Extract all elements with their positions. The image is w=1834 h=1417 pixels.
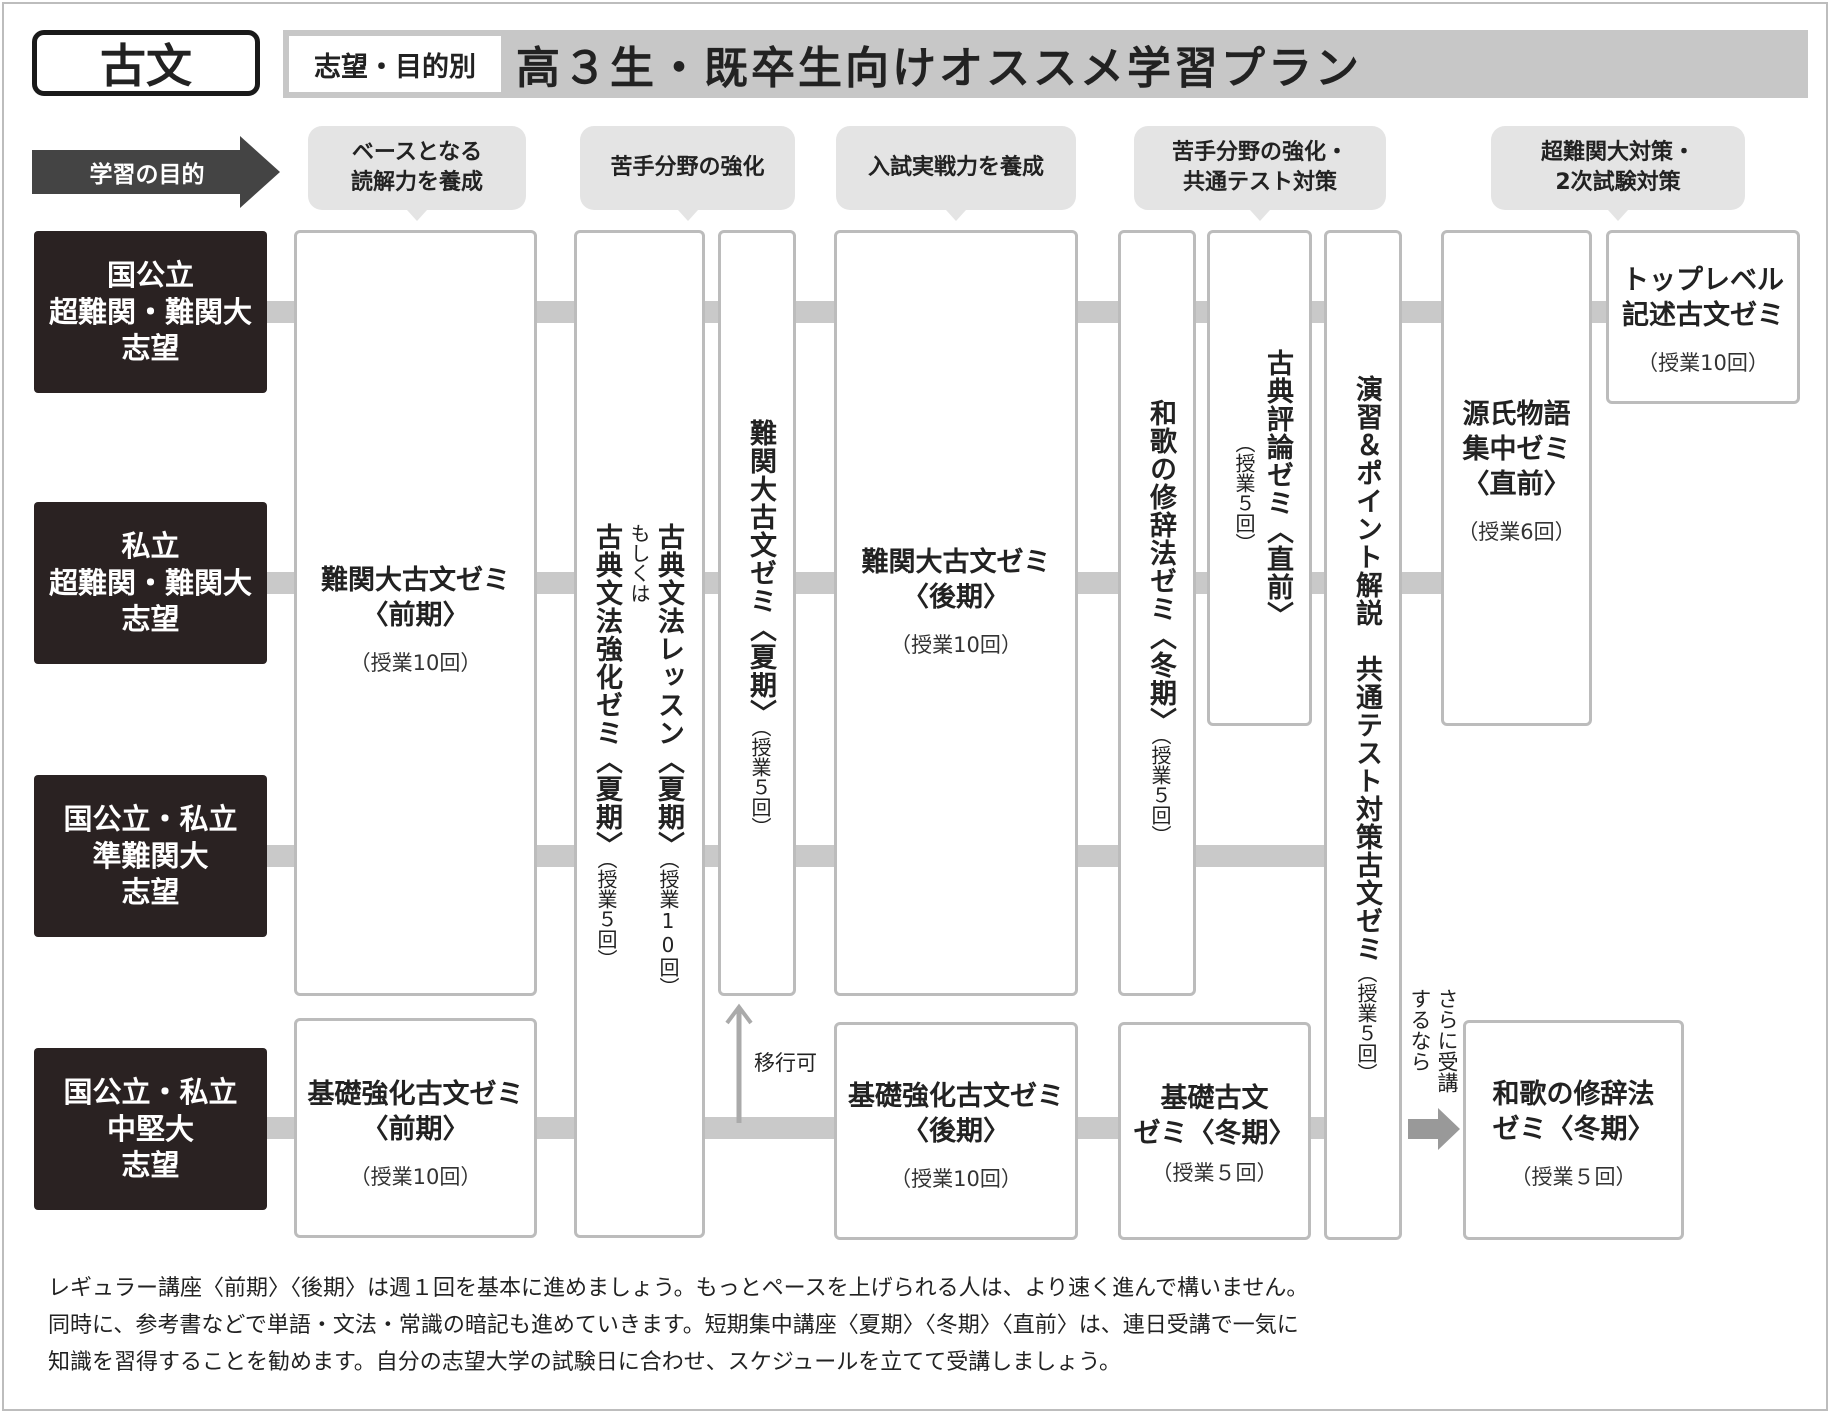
course-title: 源氏物語集中ゼミ〈直前〉 bbox=[1462, 399, 1571, 501]
course-nankan-zenki: 難関大古文ゼミ〈前期〉 （授業10回） bbox=[294, 230, 537, 996]
course-waka-toki: 和歌の修辞法ゼミ〈冬期〉（授業５回） bbox=[1118, 230, 1196, 996]
course-count: （授業10回） bbox=[349, 651, 482, 676]
purpose-label: 学習の目的 bbox=[89, 162, 205, 188]
lane-line: 私立 bbox=[121, 529, 180, 564]
lane-line: 国公立・私立 bbox=[63, 1075, 238, 1110]
course-count: （授業10回） bbox=[890, 1167, 1022, 1192]
purpose-line: 超難関大対策・ bbox=[1540, 140, 1695, 166]
transition-arrow-icon bbox=[725, 1003, 753, 1123]
footnote-line: 同時に、参考書などで単語・文法・常識の暗記も進めていきます。短期集中講座〈夏期〉… bbox=[48, 1313, 1299, 1338]
purpose-bubble-practice: 入試実戦力を養成 bbox=[836, 126, 1076, 221]
course-count: （授業５回） bbox=[1510, 1165, 1637, 1190]
lane-line: 志望 bbox=[121, 875, 180, 910]
course-top: トップレベル記述古文ゼミ （授業10回） bbox=[1606, 230, 1800, 404]
course-nankan-kaki: 難関大古文ゼミ〈夏期〉（授業５回） bbox=[718, 230, 796, 996]
course-title: 難関大古文ゼミ〈後期〉 bbox=[861, 547, 1051, 614]
purpose-line: 入試実戦力を養成 bbox=[867, 155, 1044, 181]
lane-line: 国公立 bbox=[106, 258, 194, 293]
course-title: 基礎強化古文ゼミ〈後期〉 bbox=[848, 1081, 1064, 1148]
transition-label: 移行可 bbox=[754, 1051, 817, 1075]
lane-line: 超難関・難関大 bbox=[48, 565, 252, 600]
footnote: レギュラー講座〈前期〉〈後期〉は週１回を基本に進めましょう。もっとペースを上げら… bbox=[48, 1270, 1808, 1381]
further-label-2: するなら bbox=[1408, 988, 1432, 1072]
course-title: 基礎強化古文ゼミ〈前期〉 bbox=[307, 1079, 524, 1146]
course-waka-final: 和歌の修辞法ゼミ〈冬期〉 （授業５回） bbox=[1463, 1020, 1684, 1240]
course-bunpo: 古典文法レッスン〈夏期〉（授業10回） もしくは 古典文法強化ゼミ〈夏期〉（授業… bbox=[574, 230, 705, 1238]
lane-label-3: 国公立・私立準難関大志望 bbox=[34, 775, 267, 937]
course-count: （授業５回） bbox=[1232, 433, 1256, 553]
lane-label-4: 国公立・私立中堅大志望 bbox=[34, 1048, 267, 1210]
course-count: （授業10回） bbox=[1637, 351, 1769, 376]
purpose-line: 読解力を養成 bbox=[350, 170, 483, 195]
lane-line: 志望 bbox=[121, 331, 180, 366]
lane-label-1: 国公立超難関・難関大志望 bbox=[34, 231, 267, 393]
footnote-line: 知識を習得することを勧めます。自分の志望大学の試験日に合わせ、スケジュールを立て… bbox=[48, 1350, 1121, 1375]
course-title: 難関大古文ゼミ〈前期〉 bbox=[321, 565, 510, 632]
course-vertical-title: 演習＆ポイント解説 共通テスト対策古文ゼミ（授業５回） bbox=[1351, 375, 1382, 1083]
purpose-bubble-top: 超難関大対策・ 2次試験対策 bbox=[1491, 126, 1745, 221]
course-count: （授業10回） bbox=[890, 633, 1022, 658]
course-title: トップレベル記述古文ゼミ bbox=[1622, 265, 1784, 332]
purpose-bubble-base: ベースとなる読解力を養成 bbox=[308, 126, 526, 221]
lane-line: 超難関・難関大 bbox=[48, 294, 252, 329]
lane-line: 志望 bbox=[121, 1148, 180, 1183]
course-vertical-title: 難関大古文ゼミ〈夏期〉（授業５回） bbox=[745, 419, 776, 837]
course-title: 和歌の修辞法ゼミ〈冬期〉 bbox=[1492, 1079, 1655, 1146]
further-label-1: さらに受講 bbox=[1435, 988, 1459, 1093]
course-vertical-title: 和歌の修辞法ゼミ〈冬期〉（授業５回） bbox=[1145, 399, 1176, 845]
course-title: 基礎古文ゼミ〈冬期〉 bbox=[1133, 1083, 1296, 1150]
purpose-line: 苦手分野の強化 bbox=[610, 155, 765, 181]
purpose-arrow-icon bbox=[32, 136, 280, 208]
footnote-line: レギュラー講座〈前期〉〈後期〉は週１回を基本に進めましょう。もっとペースを上げら… bbox=[48, 1276, 1309, 1301]
further-arrow-icon bbox=[1408, 1108, 1460, 1150]
course-bunpo-title2: 古典文法強化ゼミ〈夏期〉（授業５回） bbox=[591, 523, 622, 969]
purpose-line: 共通テスト対策 bbox=[1182, 170, 1337, 195]
purpose-line: 2次試験対策 bbox=[1555, 170, 1681, 195]
title-tag: 志望・目的別 bbox=[289, 36, 501, 92]
lane-line: 中堅大 bbox=[106, 1111, 194, 1146]
purpose-bubble-weak: 苦手分野の強化 bbox=[580, 126, 795, 221]
lane-line: 志望 bbox=[121, 602, 180, 637]
course-hyoron: 古典評論ゼミ〈直前〉 （授業５回） bbox=[1207, 230, 1312, 726]
course-count: （授業５回） bbox=[1151, 1161, 1278, 1186]
title-bar bbox=[283, 30, 1808, 98]
course-kiso-zenki: 基礎強化古文ゼミ〈前期〉 （授業10回） bbox=[294, 1018, 537, 1238]
page-title: 高３生・既卒生向けオススメ学習プラン bbox=[516, 43, 1362, 94]
purpose-line: 苦手分野の強化・ bbox=[1171, 140, 1348, 166]
course-vertical-title: 古典評論ゼミ〈直前〉 bbox=[1262, 349, 1293, 629]
course-count: （授業10回） bbox=[349, 1165, 482, 1190]
course-bunpo-title1: 古典文法レッスン〈夏期〉（授業10回） bbox=[653, 523, 684, 997]
course-genji: 源氏物語集中ゼミ〈直前〉 （授業6回） bbox=[1441, 230, 1592, 726]
course-nankan-kouki: 難関大古文ゼミ〈後期〉 （授業10回） bbox=[834, 230, 1078, 996]
subject-title: 古文 bbox=[32, 30, 260, 96]
purpose-bubble-common-test: 苦手分野の強化・共通テスト対策 bbox=[1134, 126, 1386, 221]
lane-line: 国公立・私立 bbox=[63, 802, 238, 837]
course-kiso-kouki: 基礎強化古文ゼミ〈後期〉 （授業10回） bbox=[834, 1022, 1078, 1240]
course-kiso-toki: 基礎古文ゼミ〈冬期〉 （授業５回） bbox=[1118, 1022, 1311, 1240]
course-count: （授業6回） bbox=[1457, 520, 1576, 545]
course-enshu: 演習＆ポイント解説 共通テスト対策古文ゼミ（授業５回） bbox=[1324, 230, 1402, 1240]
course-bunpo-or: もしくは bbox=[627, 523, 651, 603]
lane-label-2: 私立超難関・難関大志望 bbox=[34, 502, 267, 664]
lane-line: 準難関大 bbox=[92, 838, 209, 873]
purpose-line: ベースとなる bbox=[351, 140, 483, 166]
